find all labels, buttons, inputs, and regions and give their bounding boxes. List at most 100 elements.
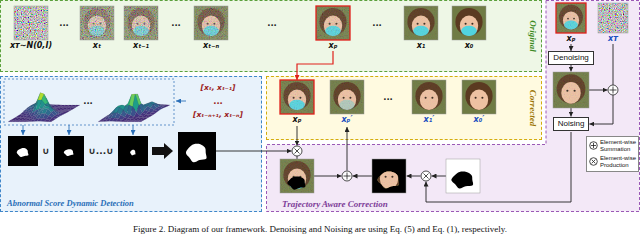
surface-cell (129, 109, 135, 111)
image-background (412, 80, 446, 114)
surface-cell (128, 115, 134, 119)
surface-cell (135, 117, 141, 119)
surface-cell (28, 104, 34, 109)
anomaly-patch (325, 26, 341, 36)
eye (93, 23, 95, 25)
eye (343, 97, 345, 99)
surface-cell (30, 110, 36, 116)
image-tile: x₁′ (412, 80, 446, 125)
surface-cell (38, 108, 44, 115)
image-border (14, 6, 48, 40)
hair (557, 74, 586, 104)
region-band: Originalxᴛ∼N(0,I)xₜxₜ₋₁xₜ₋ₙxₚx₁x₀ (0, 0, 542, 72)
surface-cell (120, 120, 126, 122)
surface-cell (123, 110, 129, 112)
surface-cell (105, 118, 111, 121)
surface-cell (63, 109, 69, 110)
image-tile-picture (452, 6, 486, 40)
image-background (316, 6, 350, 40)
surface-cell (26, 120, 32, 122)
surface-cell (123, 120, 129, 122)
surface-cell (135, 108, 141, 110)
anomaly-patch (203, 26, 219, 36)
image-background (194, 6, 228, 40)
operator-stroke (295, 149, 300, 154)
surface-cell (42, 94, 48, 104)
anomaly-patch (564, 20, 578, 29)
surface-cell (27, 116, 33, 119)
surface-cell (70, 105, 76, 106)
image-tile-picture (412, 80, 446, 114)
noise-image (14, 6, 48, 40)
label-holder: ... (171, 18, 181, 28)
face-skin (288, 90, 306, 110)
image-background (80, 6, 114, 40)
hair (415, 82, 442, 110)
surface-cell (43, 96, 49, 105)
surface-cell (118, 115, 124, 120)
surface-cell (32, 115, 38, 120)
operator-stroke (613, 87, 614, 94)
surface-cell (68, 106, 74, 107)
surface-cell (126, 106, 132, 107)
mask-region (17, 148, 29, 157)
surface-cell (124, 109, 130, 110)
anomaly-patch (413, 26, 429, 36)
surface-cell (130, 120, 136, 121)
surface-cell (153, 104, 159, 105)
mask-region (451, 172, 473, 189)
surface-cell (67, 105, 73, 106)
operator-circle (608, 85, 618, 95)
process-box: Noising (553, 117, 590, 131)
surface-cell (140, 103, 146, 106)
image-border (280, 159, 314, 193)
surface-cell (141, 104, 147, 110)
surface-cell (38, 104, 44, 106)
surface-cell (141, 116, 147, 118)
surface-cell (157, 106, 163, 109)
surface-plot (8, 93, 80, 122)
clipped-face (372, 159, 406, 193)
image-tile: xₚ (280, 80, 314, 125)
noise-overlay (372, 159, 406, 193)
eye (143, 23, 145, 25)
surface-cell (157, 104, 163, 105)
image-tile-picture (80, 6, 114, 40)
image-label: x₀ (465, 41, 474, 51)
hair (197, 8, 224, 36)
operator-stroke (592, 160, 596, 164)
image-border (124, 6, 158, 40)
noise-overlay (280, 159, 314, 193)
surface-cell (122, 117, 128, 120)
anomaly-patch (133, 26, 149, 36)
surface-cell (39, 113, 45, 118)
face-skin (420, 90, 438, 110)
image-tile: xᴛ (598, 3, 628, 44)
image-tile: xₜ₋₁ (124, 6, 158, 51)
surface-cell (127, 105, 133, 115)
surface-cell (42, 108, 48, 113)
surface-cell (133, 94, 139, 112)
image-tile: xₜ (80, 6, 114, 51)
surface-cell (36, 103, 42, 104)
surface-cell (46, 106, 52, 109)
surface-cell (138, 94, 144, 105)
face-skin (470, 90, 488, 110)
noise-overlay (412, 80, 446, 114)
surface-cell (46, 98, 52, 108)
wire (23, 125, 24, 135)
surface-cell (121, 109, 127, 110)
legend-box: Element-wise SummationElement-wise Produ… (586, 136, 639, 172)
wire (69, 125, 70, 135)
hair (283, 161, 310, 189)
surface-cell (31, 114, 37, 118)
image-background (280, 80, 314, 114)
surface-cell (58, 112, 64, 113)
image-label: xₚ′ (341, 115, 352, 125)
mask-region (186, 144, 207, 163)
surface-cell (153, 103, 159, 107)
image-background (372, 159, 406, 193)
image-border (316, 6, 350, 40)
image-border (598, 3, 628, 33)
surface-cell (141, 106, 147, 108)
